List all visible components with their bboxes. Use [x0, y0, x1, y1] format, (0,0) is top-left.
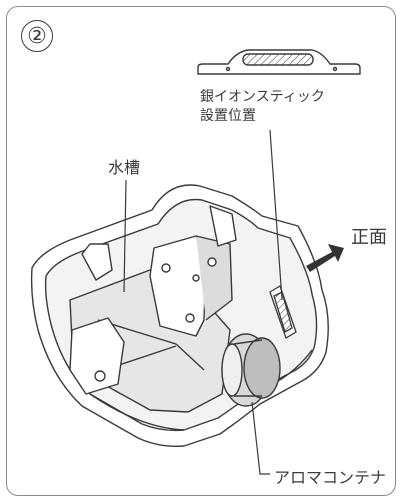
- illustration-frame: [6, 6, 396, 496]
- leader-aroma: [251, 401, 270, 475]
- leader-lines: [123, 129, 283, 475]
- aroma-container: [221, 333, 281, 407]
- callout-aroma-container: アロマコンテナ: [274, 468, 387, 487]
- float-block: [69, 317, 125, 395]
- leader-ion-stick: [269, 129, 283, 301]
- leader-water-tank: [123, 179, 127, 293]
- callout-silver-ion-stick: 銀イオンスティック 設置位置: [200, 88, 325, 126]
- arrow-up-right-icon: [306, 244, 344, 272]
- ion-stick-slot: [269, 285, 297, 339]
- step-number-badge: ②: [21, 20, 53, 52]
- callout-silver-ion-stick-line2: 設置位置: [200, 108, 256, 124]
- right-post: [209, 205, 237, 247]
- silver-ion-stick-icon: [197, 49, 361, 75]
- callout-front: 正面: [351, 227, 387, 248]
- callout-water-tank: 水槽: [108, 158, 141, 177]
- center-divider: [149, 235, 207, 337]
- callout-silver-ion-stick-line1: 銀イオンスティック: [200, 89, 325, 105]
- left-post: [81, 243, 113, 281]
